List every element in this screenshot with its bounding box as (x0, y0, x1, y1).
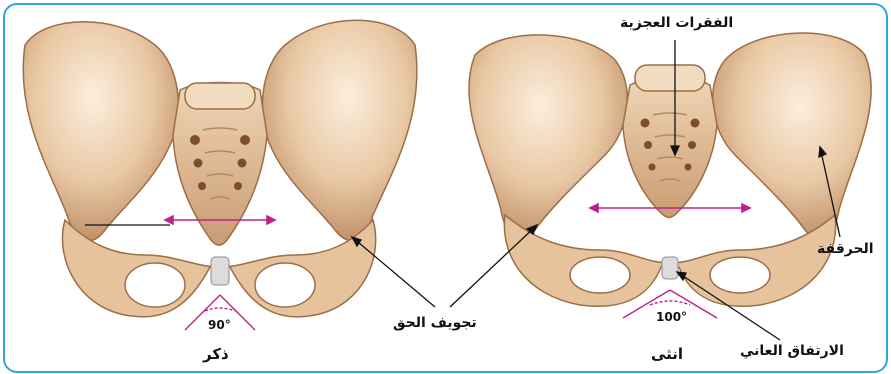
male-left-ilium (23, 22, 178, 241)
label-male: ذكر (203, 345, 229, 363)
label-acetabulum: تجويف الحق (393, 315, 477, 331)
female-pelvis (469, 33, 871, 318)
female-right-obturator (710, 257, 770, 293)
diagram-frame: الفقرات العجزية الحرقفة تجويف الحق الارت… (3, 3, 888, 373)
male-right-obturator (255, 263, 315, 307)
label-pubic-symphysis: الارتفاق العاني (740, 343, 844, 359)
male-angle-value: 90° (208, 318, 231, 332)
female-l5-vertebra (635, 65, 705, 91)
label-sacral-vertebrae: الفقرات العجزية (620, 15, 733, 31)
male-right-ilium (262, 20, 416, 240)
label-female: انثى (651, 345, 683, 363)
male-l5-vertebra (185, 83, 255, 109)
male-pelvis (23, 20, 417, 330)
male-pubic-symphysis (211, 257, 229, 285)
label-ilium: الحرقفة (817, 241, 874, 257)
male-left-obturator (125, 263, 185, 307)
female-sacrum (623, 78, 717, 218)
female-angle-value: 100° (656, 310, 687, 324)
female-pubic-symphysis (662, 257, 678, 279)
female-left-obturator (570, 257, 630, 293)
